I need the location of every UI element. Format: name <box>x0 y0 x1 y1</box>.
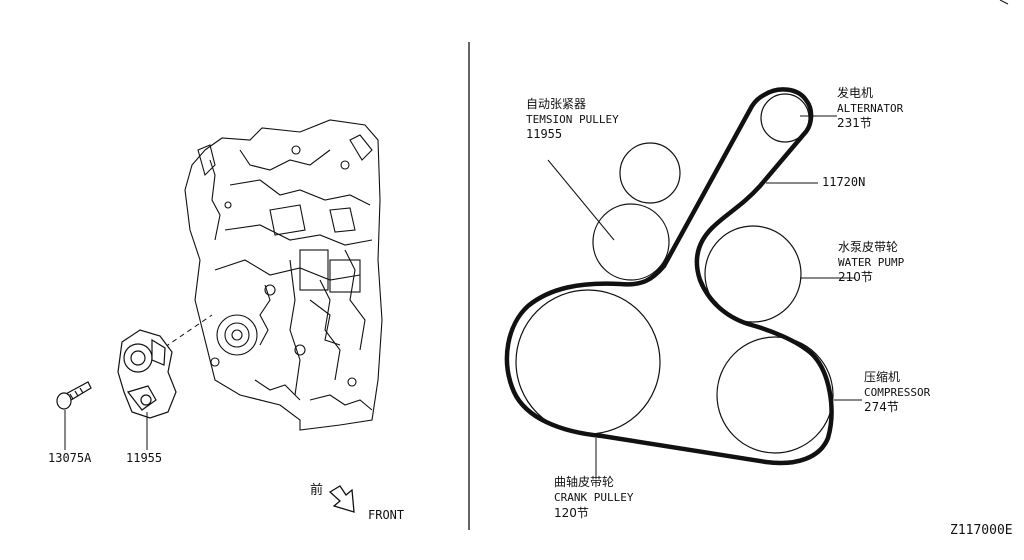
corner-mark <box>999 0 1009 5</box>
idler-pulley <box>619 142 681 204</box>
auto-tensioner-part <box>117 329 177 419</box>
drive-belt <box>504 87 834 466</box>
front-label-en: FRONT <box>368 508 405 522</box>
compressor-teeth: 274节 <box>864 400 899 414</box>
tension-pulley-part-number: 11955 <box>526 127 563 141</box>
water-pump-en: WATER PUMP <box>838 256 905 269</box>
alternator-en: ALTERNATOR <box>837 102 904 115</box>
alternator-teeth: 231节 <box>837 116 872 130</box>
compressor-en: COMPRESSOR <box>864 386 931 399</box>
crank-pulley-cn: 曲轴皮带轮 <box>554 475 615 489</box>
water-pump-cn: 水泵皮带轮 <box>838 240 899 254</box>
tensioner-part-number: 11955 <box>126 451 163 465</box>
water-pump-teeth: 210节 <box>838 270 873 284</box>
engine-block <box>184 119 383 431</box>
compressor-pulley <box>716 336 834 454</box>
tension-pulley-cn: 自动张紧器 <box>526 97 587 111</box>
figure-code: Z117000E <box>950 523 1013 538</box>
belt-part-number: 11720N <box>822 175 866 189</box>
belt-layout <box>504 87 834 466</box>
front-label-cn: 前 <box>310 483 324 498</box>
crank-pulley <box>515 289 661 435</box>
compressor-cn: 压缩机 <box>864 370 901 384</box>
water-pump-pulley <box>704 225 802 323</box>
crank-pulley-en: CRANK PULLEY <box>554 491 634 504</box>
leader-lines <box>547 115 862 478</box>
bolt-part <box>56 381 92 410</box>
tension-pulley-en: TEMSION PULLEY <box>526 113 619 126</box>
mount-dashed-line <box>164 314 213 348</box>
bolt-part-number: 13075A <box>48 451 92 465</box>
front-arrow-icon <box>328 485 355 513</box>
alternator-cn: 发电机 <box>837 86 874 100</box>
crank-pulley-teeth: 120节 <box>554 506 589 520</box>
tension-pulley <box>592 203 670 281</box>
